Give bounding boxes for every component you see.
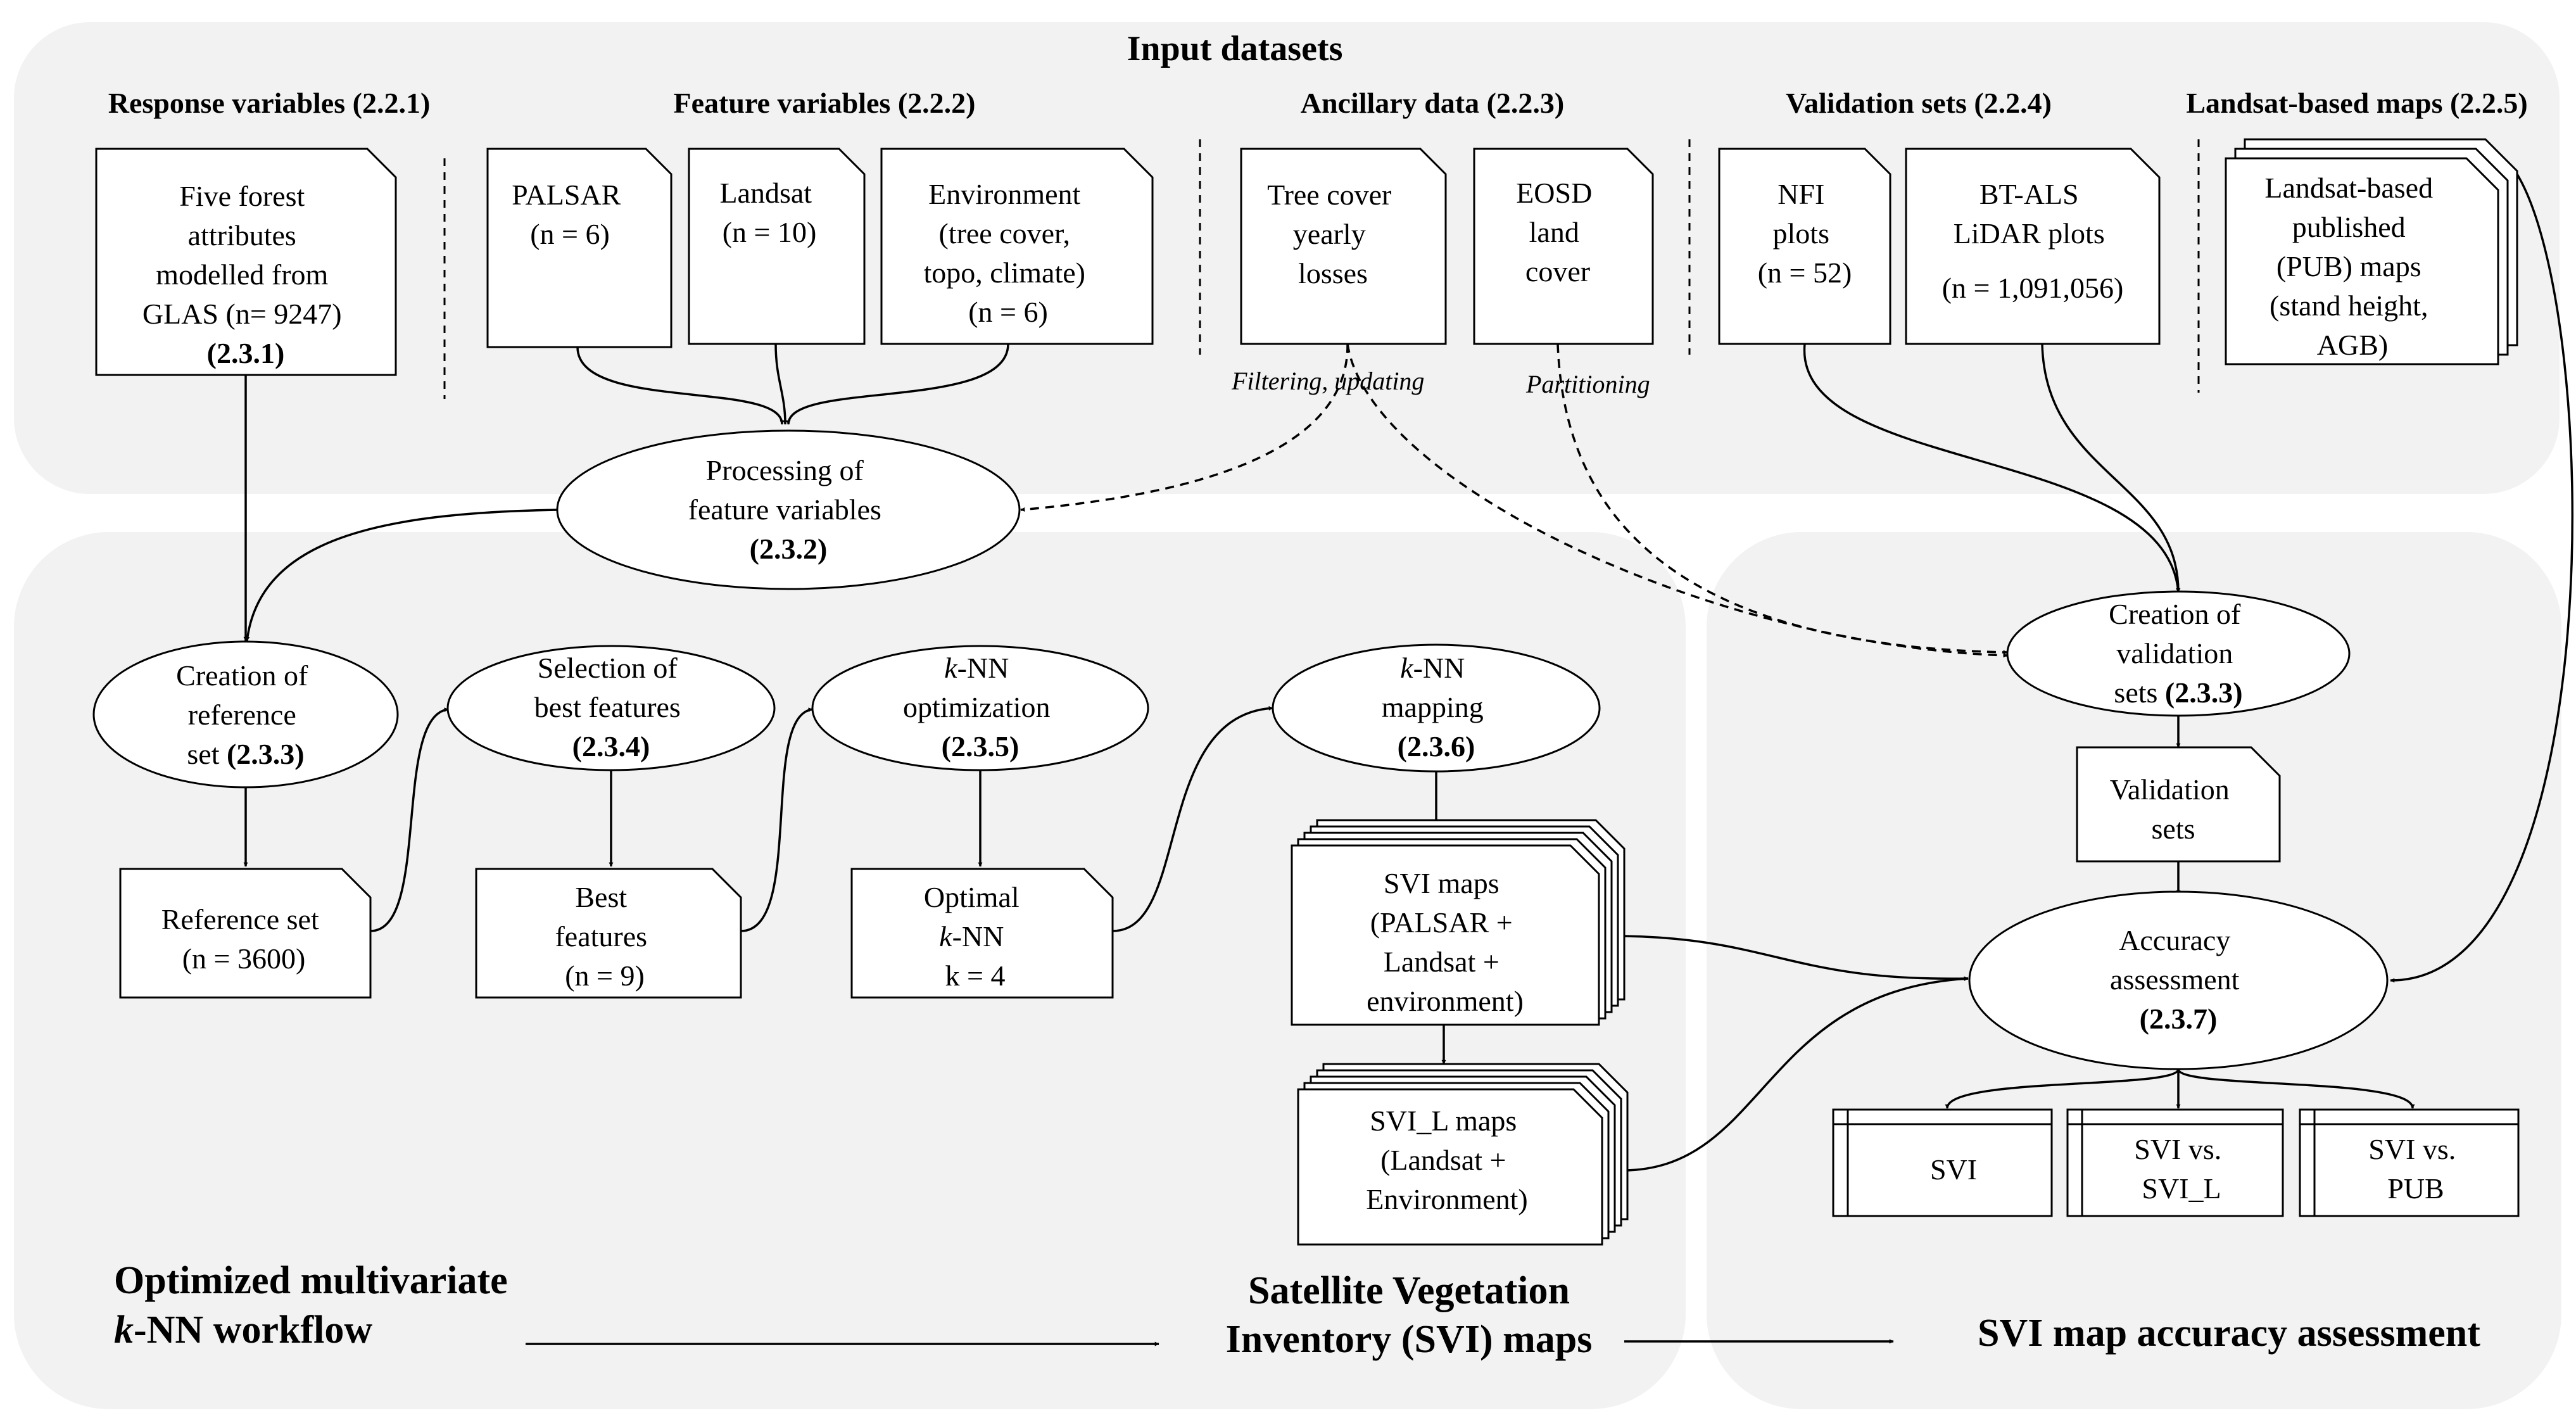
process-creation-reference-set-label: Creation of reference set (2.3.3) xyxy=(176,659,315,770)
doc-btals-plots: BT-ALS LiDAR plots (n = 1,091,056) xyxy=(1905,148,2161,345)
stack-svil-maps: SVI_L maps (Landsat + Environment) xyxy=(1297,1063,1629,1246)
doc-reference-set: Reference set (n = 3600) xyxy=(119,868,372,999)
process-knn-optimization-label: k-NN optimization (2.3.5) xyxy=(903,652,1058,763)
doc-landsat: Landsat (n = 10) xyxy=(688,148,866,345)
header-landsat-maps: Landsat-based maps (2.2.5) xyxy=(2186,87,2527,119)
doc-pub-maps-label: Landsat-based published (PUB) maps (stan… xyxy=(2264,172,2440,361)
stack-svi-maps: SVI maps (PALSAR + Landsat + environment… xyxy=(1291,819,1626,1026)
doc-palsar-label: PALSAR (n = 6) xyxy=(512,179,628,250)
process-selection-best-features-label: Selection of best features (2.3.4) xyxy=(534,652,688,763)
accuracy-title: SVI map accuracy assessment xyxy=(1978,1312,2480,1355)
doc-tree-cover: Tree cover yearly losses xyxy=(1240,148,1447,345)
result-svi-label: SVI xyxy=(1930,1153,1977,1186)
stack-svi-maps-label: SVI maps (PALSAR + Landsat + environment… xyxy=(1367,867,1524,1017)
annotation-filtering-updating: Filtering, updating xyxy=(1231,367,1424,395)
doc-forest-attributes-label: Five forest attributes modelled from GLA… xyxy=(142,180,349,369)
result-svi-vs-svil-label: SVI vs. SVI_L xyxy=(2134,1133,2229,1205)
process-creation-reference-set: Creation of reference set (2.3.3) xyxy=(92,640,399,788)
doc-validation-sets-label: Validation sets xyxy=(2110,773,2237,845)
process-selection-best-features: Selection of best features (2.3.4) xyxy=(446,645,776,771)
doc-validation-sets: Validation sets xyxy=(2076,746,2281,863)
doc-palsar: PALSAR (n = 6) xyxy=(486,148,672,348)
svi-maps-title-line1: Satellite Vegetation xyxy=(1248,1269,1570,1312)
svi-maps-title-line2: Inventory (SVI) maps xyxy=(1226,1318,1593,1361)
header-validation-sets: Validation sets (2.2.4) xyxy=(1786,87,2052,119)
header-feature-variables: Feature variables (2.2.2) xyxy=(674,87,976,119)
process-creation-validation-sets: Creation of validation sets (2.3.3) xyxy=(2006,590,2351,717)
doc-btals-plots-label: BT-ALS LiDAR plots (n = 1,091,056) xyxy=(1942,178,2124,304)
doc-pub-maps: Landsat-based published (PUB) maps (stan… xyxy=(2225,138,2518,365)
process-processing-features: Processing of feature variables (2.3.2) xyxy=(556,429,1021,590)
doc-optimal-knn: Optimal k-NN k = 4 xyxy=(850,868,1114,999)
doc-environment: Environment (tree cover, topo, climate) … xyxy=(880,148,1154,345)
annotation-partitioning: Partitioning xyxy=(1525,370,1650,398)
process-accuracy-assessment: Accuracy assessment (2.3.7) xyxy=(1968,890,2389,1070)
doc-eosd-label: EOSD land cover xyxy=(1516,177,1600,288)
doc-best-features: Best features (n = 9) xyxy=(475,868,742,999)
process-knn-mapping-label: k-NN mapping (2.3.6) xyxy=(1382,652,1491,763)
process-knn-mapping: k-NN mapping (2.3.6) xyxy=(1272,643,1601,773)
result-svi-vs-pub: SVI vs. PUB xyxy=(2299,1108,2520,1217)
doc-reference-set-label: Reference set (n = 3600) xyxy=(161,903,327,975)
knn-workflow-title-line2: k-NN workflow xyxy=(114,1308,372,1352)
doc-tree-cover-label: Tree cover yearly losses xyxy=(1267,179,1399,289)
doc-optimal-knn-label: Optimal k-NN k = 4 xyxy=(924,881,1026,992)
input-datasets-title: Input datasets xyxy=(1127,29,1343,68)
result-svi-vs-svil: SVI vs. SVI_L xyxy=(2066,1108,2284,1217)
stack-svil-maps-label: SVI_L maps (Landsat + Environment) xyxy=(1366,1105,1528,1215)
knn-workflow-title-line1: Optimized multivariate xyxy=(114,1259,508,1302)
doc-best-features-label: Best features (n = 9) xyxy=(555,881,654,992)
result-svi: SVI xyxy=(1832,1108,2053,1217)
knn-workflow-panel xyxy=(14,532,1686,1409)
connectors xyxy=(243,174,2574,1346)
process-knn-optimization: k-NN optimization (2.3.5) xyxy=(811,645,1149,771)
result-svi-vs-pub-label: SVI vs. PUB xyxy=(2368,1133,2463,1205)
process-accuracy-assessment-label: Accuracy assessment (2.3.7) xyxy=(2110,924,2247,1035)
header-response-variables: Response variables (2.2.1) xyxy=(108,87,431,119)
header-ancillary-data: Ancillary data (2.2.3) xyxy=(1301,87,1565,119)
doc-nfi-plots-label: NFI plots (n = 52) xyxy=(1758,178,1852,289)
doc-environment-label: Environment (tree cover, topo, climate) … xyxy=(924,178,1093,328)
doc-forest-attributes: Five forest attributes modelled from GLA… xyxy=(95,148,397,376)
process-creation-validation-sets-label: Creation of validation sets (2.3.3) xyxy=(2109,598,2248,709)
doc-landsat-label: Landsat (n = 10) xyxy=(719,177,819,248)
process-processing-features-label: Processing of feature variables (2.3.2) xyxy=(688,454,889,565)
doc-nfi-plots: NFI plots (n = 52) xyxy=(1718,148,1891,345)
doc-eosd: EOSD land cover xyxy=(1473,148,1654,345)
